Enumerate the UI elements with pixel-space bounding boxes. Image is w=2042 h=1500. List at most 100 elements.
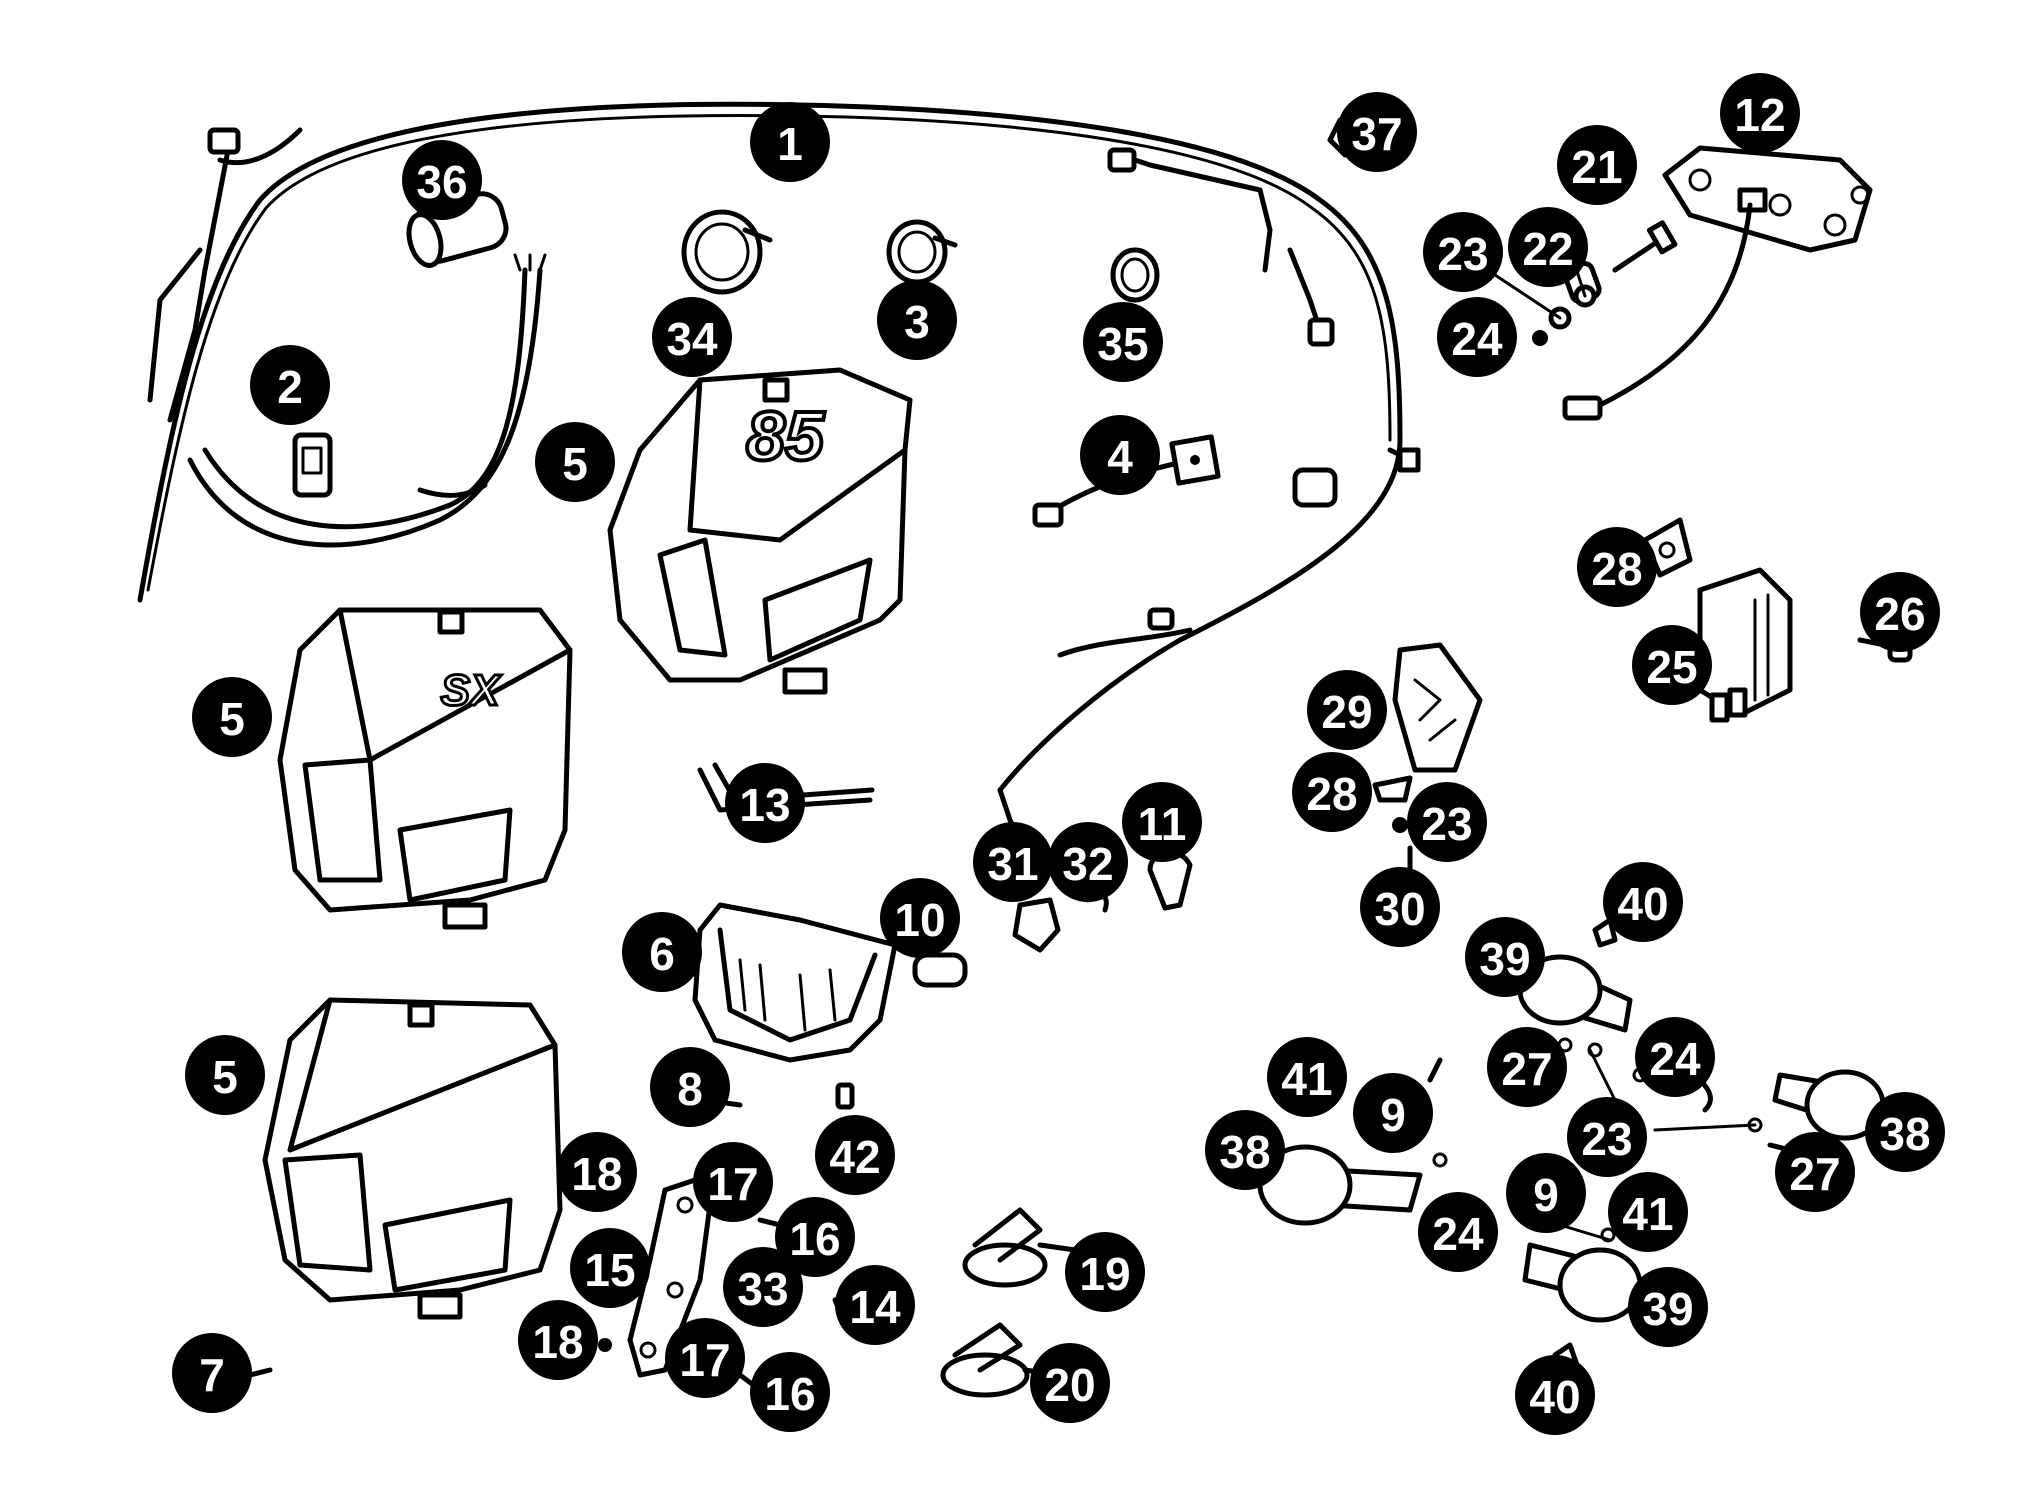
callout-number: 5 [219,693,245,745]
callout-number: 40 [1529,1371,1580,1423]
callout-c37: 37 [1337,92,1417,172]
callout-c31: 31 [973,822,1053,902]
callout-bubble [1083,302,1163,382]
callout-number: 1 [777,118,803,170]
callout-bubble [1030,1343,1110,1423]
connector-block-part [1372,642,1483,873]
callout-c9a: 9 [1353,1073,1433,1153]
callout-c13: 13 [725,763,805,843]
callout-bubble [1337,92,1417,172]
callout-c5a: 5 [535,422,615,502]
indicator-part-38-right [1772,1069,1886,1141]
switch-part [292,432,333,498]
callout-bubble [693,1142,773,1222]
callout-number: 22 [1522,223,1573,275]
callout-bubble [750,102,830,182]
callout-number: 24 [1432,1208,1484,1260]
headlight-model-label-middle: SX [441,666,502,715]
callout-number: 28 [1591,543,1642,595]
callout-number: 8 [677,1063,703,1115]
callout-bubble [1437,297,1517,377]
callout-c16b: 16 [750,1352,830,1432]
callout-bubble [1205,1110,1285,1190]
callout-number: 11 [1138,798,1187,850]
callout-c24c: 24 [1418,1192,1498,1272]
callout-bubble [185,1035,265,1115]
callout-c18b: 18 [518,1300,598,1380]
callout-bubble [652,297,732,377]
callout-c5c: 5 [185,1035,265,1115]
callout-bubble [1048,822,1128,902]
callout-number: 6 [649,928,675,980]
callout-number: 42 [829,1131,880,1183]
callout-c17a: 17 [693,1142,773,1222]
callout-bubble [1465,917,1545,997]
callout-bubble [835,1265,915,1345]
callout-bubble [815,1115,895,1195]
callout-number: 2 [277,361,303,413]
callout-c21: 21 [1557,125,1637,205]
callout-number: 33 [737,1263,788,1315]
callout-bubble [1603,862,1683,942]
callout-c28b: 28 [1292,752,1372,832]
callout-number: 41 [1281,1053,1332,1105]
callout-number: 13 [739,779,790,831]
callout-number: 19 [1079,1248,1130,1300]
callout-bubble [1407,782,1487,862]
callout-c41a: 41 [1267,1037,1347,1117]
callout-c14: 14 [835,1265,915,1345]
callout-c38a: 38 [1205,1110,1285,1190]
callout-number: 17 [679,1334,730,1386]
callout-bubble [1122,782,1202,862]
wiring-harness-part [137,101,1421,863]
callout-number: 16 [764,1368,815,1420]
callout-bubble [880,878,960,958]
callout-bubble [192,677,272,757]
callout-c15: 15 [570,1228,650,1308]
callout-bubble [1267,1037,1347,1117]
headlight-mask-part-top: 85 [607,367,913,695]
callout-bubble [723,1247,803,1327]
callout-bubble [1632,625,1712,705]
callout-bubble [1865,1092,1945,1172]
callout-c28a: 28 [1577,527,1657,607]
callout-bubble [1577,527,1657,607]
callout-c10: 10 [880,878,960,958]
callout-c11: 11 [1122,782,1202,862]
callout-c7: 7 [172,1333,252,1413]
callout-bubble [402,140,482,220]
callout-bubble [1775,1132,1855,1212]
callout-bubble [250,345,330,425]
callout-c24b: 24 [1635,1017,1715,1097]
callout-bubble [1423,212,1503,292]
callout-number: 3 [904,296,930,348]
callout-bubble [570,1228,650,1308]
callout-number: 26 [1874,588,1925,640]
clamp-part-34 [681,209,773,295]
callout-number: 10 [894,894,945,946]
callout-c20: 20 [1030,1343,1110,1423]
indicator-part-38-left [1257,1144,1423,1226]
callout-c32: 32 [1048,822,1128,902]
clamp-part-35 [1110,247,1160,303]
callout-number: 36 [416,156,467,208]
callout-c1: 1 [750,102,830,182]
indicator-part-39-bottom [1522,1242,1643,1323]
callout-c40a: 40 [1603,862,1683,942]
callout-bubble [518,1300,598,1380]
callout-number: 24 [1649,1033,1701,1085]
callout-number: 4 [1107,431,1133,483]
callout-bubble [1608,1172,1688,1252]
callout-number: 39 [1642,1283,1693,1335]
callout-bubble [1557,125,1637,205]
callout-bubble [725,763,805,843]
callout-number: 5 [562,438,588,490]
callout-c5b: 5 [192,677,272,757]
callout-c25: 25 [1632,625,1712,705]
clip-part-37 [1327,117,1348,158]
callout-c27a: 27 [1487,1027,1567,1107]
callout-bubble [622,912,702,992]
callout-bubble [665,1318,745,1398]
strap-part-20 [940,1322,1063,1398]
rear-light-part [1562,145,1873,421]
